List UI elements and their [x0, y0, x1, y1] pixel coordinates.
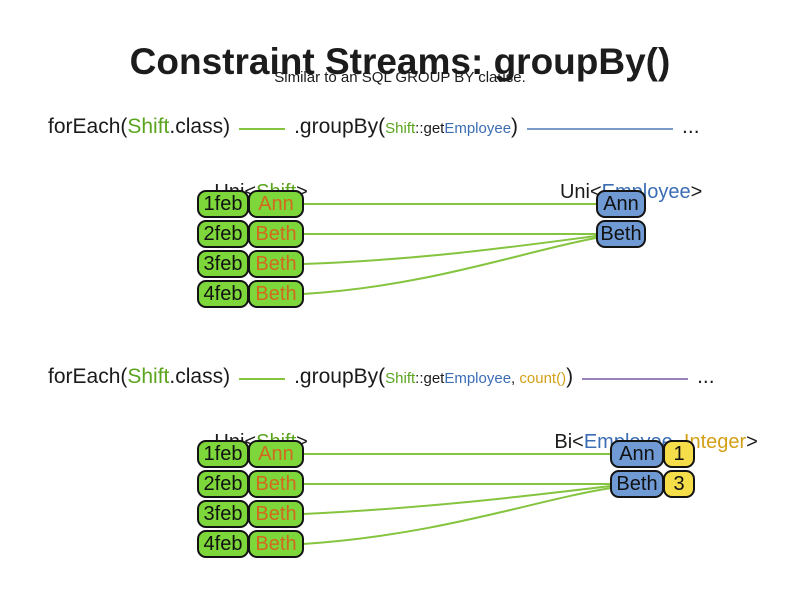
group-employee-cell: Ann [610, 440, 664, 468]
slide-subtitle: Similar to an SQL GROUP BY clause. [274, 69, 526, 86]
shift-date-cell: 4feb [197, 530, 249, 558]
group-count-cell: 1 [663, 440, 695, 468]
group-row: Ann 1 [610, 440, 695, 468]
bi-integer-type: Integer [683, 431, 747, 453]
code2-arg-count: count() [519, 370, 567, 387]
section1-group-column: Ann Beth [596, 190, 646, 250]
slide-title: Constraint Streams: groupBy() [129, 40, 671, 82]
flow-line-green-1 [239, 128, 286, 130]
flow-line-blue-1 [527, 128, 674, 130]
code2-groupby: .groupBy( [294, 365, 386, 388]
group-employee-cell: Ann [596, 190, 646, 218]
flow-line-green-2 [239, 378, 286, 380]
group-count-cell: 3 [663, 470, 695, 498]
uni-close: > [296, 431, 308, 453]
bi-close: > [746, 431, 758, 453]
section2-code-line: forEach( Shift .class) .groupBy( Shift :… [48, 365, 715, 389]
shift-employee-cell: Beth [248, 250, 304, 278]
connector2-3feb-to-beth [302, 485, 612, 515]
code1-shift-class: Shift [127, 115, 170, 138]
code2-shift-class: Shift [127, 365, 170, 388]
shift-employee-cell: Beth [248, 530, 304, 558]
shift-employee-cell: Beth [248, 500, 304, 528]
code2-arg-class: Shift [385, 370, 416, 387]
group-row: Ann [596, 190, 646, 218]
code1-arg-accessor: ::get [415, 120, 445, 137]
code2-ellipsis: ... [697, 365, 715, 388]
section2-group-column: Ann 1 Beth 3 [610, 440, 695, 500]
shift-row: 2feb Beth [197, 470, 304, 498]
code1-groupby: .groupBy( [294, 115, 386, 138]
section2-shift-table: 1feb Ann 2feb Beth 3feb Beth 4feb Beth [197, 440, 304, 560]
shift-date-cell: 4feb [197, 280, 249, 308]
shift-date-cell: 1feb [197, 190, 249, 218]
uni-close: > [296, 181, 308, 203]
code1-foreach: forEach( [48, 115, 128, 138]
shift-employee-cell: Beth [248, 220, 304, 248]
shift-row: 4feb Beth [197, 530, 304, 558]
code1-arg-property: Employee [444, 120, 512, 137]
connector-3feb-to-beth [302, 235, 597, 265]
shift-date-cell: 3feb [197, 250, 249, 278]
uni-open: Uni< [559, 181, 602, 203]
shift-employee-cell: Beth [248, 280, 304, 308]
shift-row: 4feb Beth [197, 280, 304, 308]
code1-close-paren: ) [511, 115, 519, 138]
bi-open: Bi< [554, 431, 584, 453]
shift-date-cell: 2feb [197, 220, 249, 248]
code2-close-paren: ) [566, 365, 574, 388]
shift-row: 1feb Ann [197, 190, 304, 218]
shift-date-cell: 2feb [197, 470, 249, 498]
group-row: Beth 3 [610, 470, 695, 498]
code1-arg-class: Shift [385, 120, 416, 137]
code1-ellipsis: ... [682, 115, 700, 138]
group-employee-cell: Beth [596, 220, 646, 248]
shift-employee-cell: Ann [248, 190, 304, 218]
flow-line-purple-2 [582, 378, 689, 380]
connector-4feb-to-beth [302, 237, 597, 295]
group-employee-cell: Beth [610, 470, 664, 498]
shift-row: 3feb Beth [197, 250, 304, 278]
code1-class-close: .class) [169, 115, 231, 138]
shift-row: 2feb Beth [197, 220, 304, 248]
code2-comma: , [511, 370, 520, 387]
section1-code-line: forEach( Shift .class) .groupBy( Shift :… [48, 115, 700, 139]
code2-arg-accessor: ::get [415, 370, 445, 387]
section1-shift-table: 1feb Ann 2feb Beth 3feb Beth 4feb Beth [197, 190, 304, 310]
connector2-4feb-to-beth [302, 487, 612, 545]
shift-row: 3feb Beth [197, 500, 304, 528]
shift-employee-cell: Ann [248, 440, 304, 468]
group-row: Beth [596, 220, 646, 248]
code2-foreach: forEach( [48, 365, 128, 388]
code2-class-close: .class) [169, 365, 231, 388]
shift-row: 1feb Ann [197, 440, 304, 468]
uni-close: > [690, 181, 703, 203]
shift-employee-cell: Beth [248, 470, 304, 498]
shift-date-cell: 1feb [197, 440, 249, 468]
code2-arg-property: Employee [444, 370, 512, 387]
shift-date-cell: 3feb [197, 500, 249, 528]
